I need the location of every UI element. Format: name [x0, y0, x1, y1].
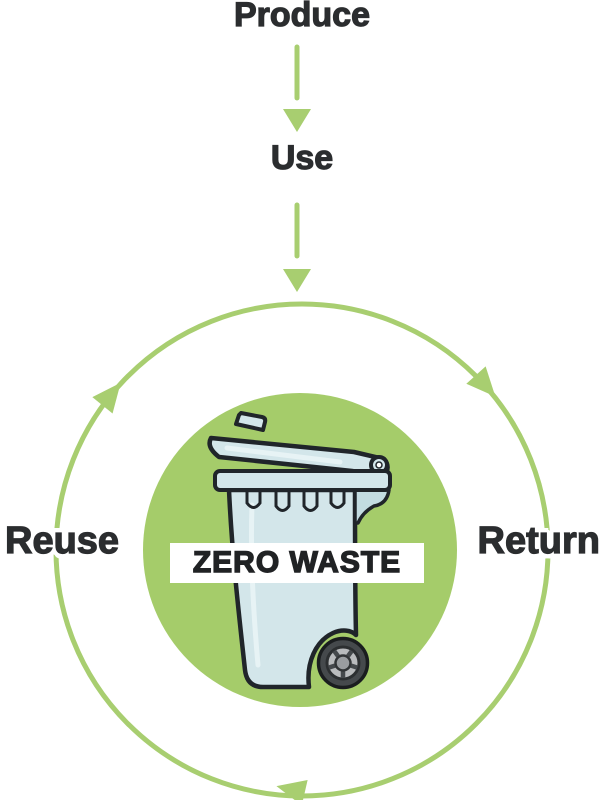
cycle-ring-icon: [53, 301, 551, 800]
bin-lid-tab: [234, 411, 268, 432]
step-label-use: Use: [270, 139, 334, 177]
cycle-label-reuse: Reuse: [4, 520, 120, 562]
cycle-arrowhead-right: [466, 366, 496, 397]
bin-wheel-icon: [316, 636, 370, 690]
bin-side-step: [353, 488, 391, 525]
down-arrow-icon: [283, 202, 311, 292]
down-arrow-icon: [283, 44, 311, 132]
cycle-arrowhead-left: [92, 382, 121, 414]
bin-rim: [213, 469, 392, 492]
wheelie-bin-icon: [207, 411, 392, 690]
zero-waste-banner: ZERO WASTE: [170, 543, 424, 583]
cycle-label-return: Return: [477, 520, 601, 562]
step-label-produce: Produce: [233, 0, 371, 34]
cycle-arrowhead-bottom: [276, 780, 308, 800]
bin-body: [226, 487, 359, 690]
zero-waste-label: ZERO WASTE: [192, 546, 402, 579]
